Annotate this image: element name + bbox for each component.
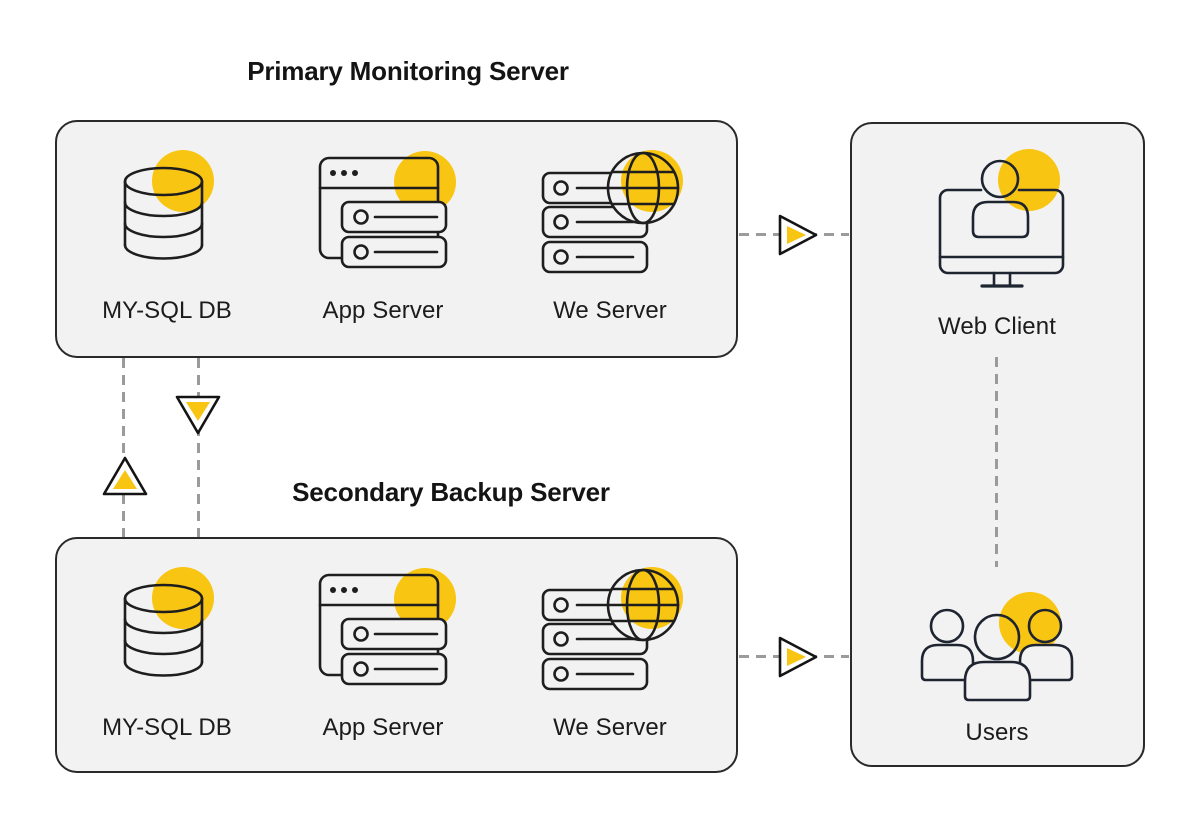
node-label-mysql-db: MY-SQL DB: [102, 297, 232, 324]
web-client-icon: [935, 140, 1070, 300]
node-label-we-server: We Server: [553, 714, 667, 741]
node-label-mysql-db: MY-SQL DB: [102, 714, 232, 741]
node-label-app-server: App Server: [322, 714, 444, 741]
database-icon: [115, 145, 225, 270]
dashed-connector-secondary-to-primary: [122, 358, 125, 537]
app-server-icon: [315, 567, 460, 692]
secondary-group-title: Secondary Backup Server: [292, 477, 610, 507]
arrow-right-icon: [776, 213, 820, 257]
app-server-icon: [315, 150, 460, 275]
node-label-we-server: We Server: [553, 297, 667, 324]
arrow-up-icon: [102, 455, 148, 497]
database-icon: [115, 562, 225, 687]
node-label-users: Users: [965, 719, 1029, 746]
arrow-down-icon: [175, 394, 221, 436]
arrow-right-icon: [776, 635, 820, 679]
dashed-connector-primary-to-secondary: [197, 358, 200, 537]
users-icon: [915, 585, 1080, 710]
primary-group-title: Primary Monitoring Server: [247, 56, 569, 86]
node-label-app-server: App Server: [322, 297, 444, 324]
node-label-web-client: Web Client: [938, 313, 1056, 340]
web-server-icon: [535, 148, 695, 280]
dashed-connector-webclient-to-users: [995, 357, 998, 567]
web-server-icon: [535, 565, 695, 697]
